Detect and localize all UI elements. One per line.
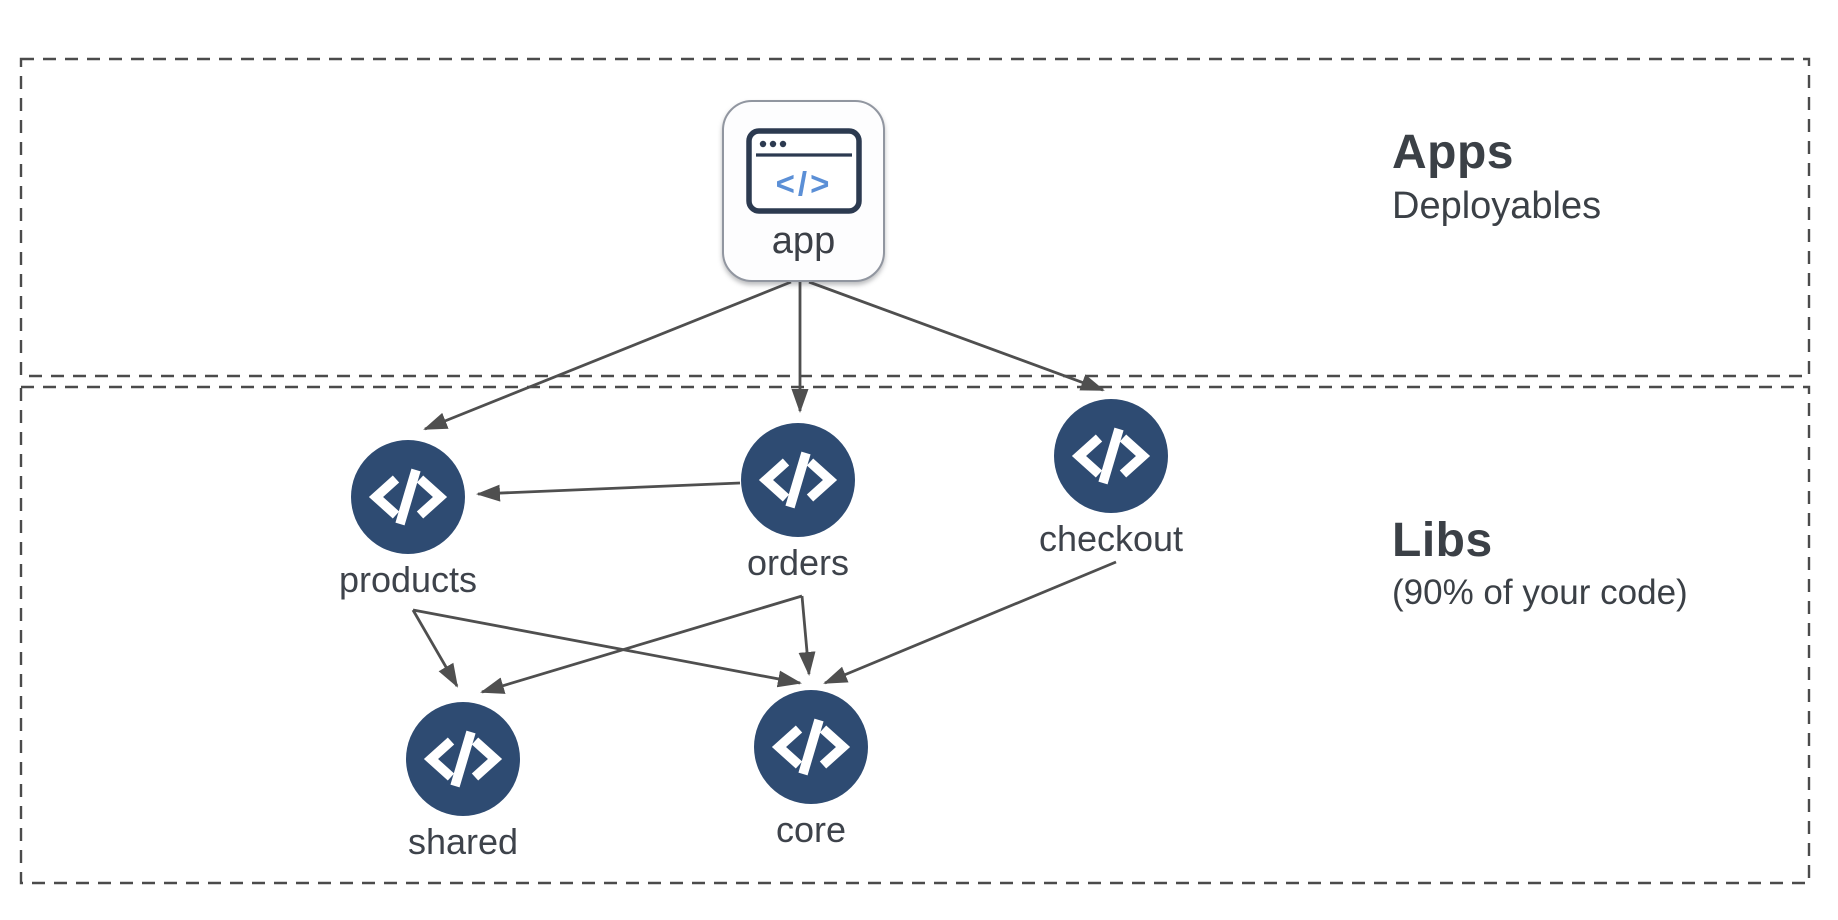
edge-orders-to-products [476, 481, 741, 502]
libs-section-border [19, 385, 1811, 885]
dependency-edges [411, 280, 1117, 694]
node-label: products [338, 559, 478, 600]
node-orders: orders [698, 423, 898, 585]
apps-section-border [19, 57, 1811, 378]
libs-section-title: Libs [1392, 514, 1493, 567]
browser-code-icon: </> [745, 128, 862, 214]
edge-products-to-core [412, 608, 802, 688]
libs-section-subtitle: (90% of your code) [1392, 573, 1688, 612]
code-icon [754, 690, 868, 804]
apps-section-title: Apps [1392, 126, 1514, 179]
node-label: app [771, 220, 836, 262]
code-icon [406, 702, 520, 816]
edge-orders-to-shared [480, 594, 803, 694]
code-icon [1054, 399, 1168, 513]
edge-checkout-to-core [823, 560, 1117, 685]
edge-app-to-products [423, 280, 792, 431]
edge-orders-to-core [798, 595, 816, 676]
apps-section-subtitle: Deployables [1392, 185, 1602, 227]
node-app: </> app [722, 100, 885, 282]
node-products: products [308, 440, 508, 602]
svg-text:</>: </> [775, 165, 832, 202]
edge-products-to-shared [411, 609, 459, 688]
node-label: orders [746, 542, 850, 583]
node-label: core [775, 809, 847, 850]
node-shared: shared [363, 702, 563, 864]
apps-section-header: Apps Deployables [1392, 124, 1601, 230]
edge-app-to-checkout [808, 280, 1105, 392]
node-label: checkout [1038, 518, 1184, 559]
node-checkout: checkout [1011, 399, 1211, 561]
node-core: core [711, 690, 911, 852]
code-icon [741, 423, 855, 537]
node-label: shared [407, 821, 519, 862]
code-icon [351, 440, 465, 554]
libs-section-header: Libs (90% of your code) [1392, 512, 1688, 616]
